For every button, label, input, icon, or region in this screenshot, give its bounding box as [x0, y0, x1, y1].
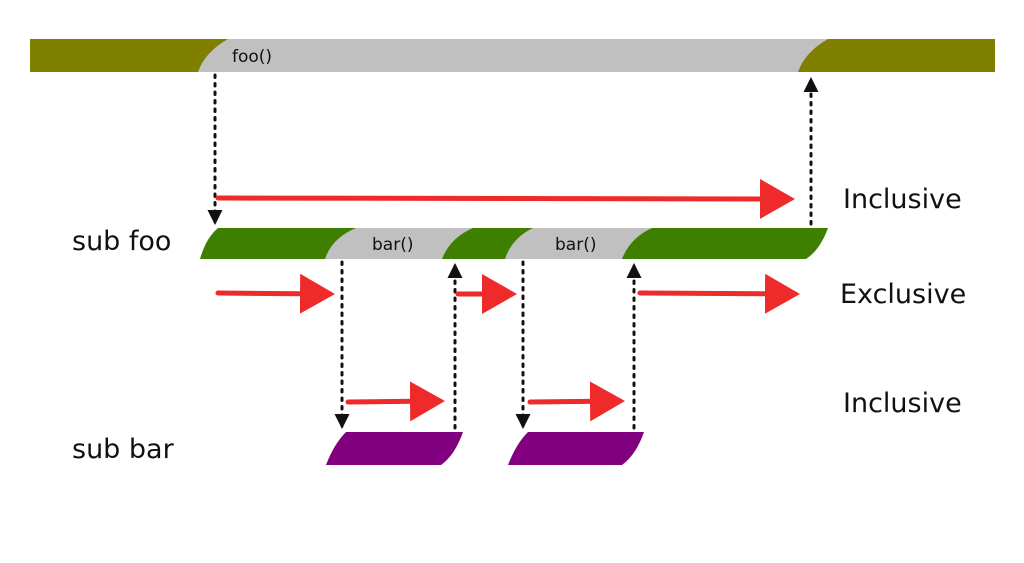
inclusive-arrow-foo: [215, 178, 795, 219]
foo-call-segment: [198, 39, 828, 72]
foo-call-label: foo(): [232, 47, 272, 67]
exclusive-arrow-1: [215, 273, 335, 314]
bar-call-label-2: bar(): [555, 235, 596, 255]
sub-bar-bar-2: [508, 432, 644, 465]
sub-bar-label: sub bar: [72, 434, 174, 465]
inclusive-arrow-bar-1: [345, 381, 445, 422]
inclusive-label-top: Inclusive: [843, 184, 962, 215]
sub-foo-label: sub foo: [72, 226, 172, 257]
bar-call-label-1: bar(): [372, 235, 413, 255]
exclusive-label: Exclusive: [840, 279, 967, 310]
inclusive-label-bottom: Inclusive: [843, 388, 962, 419]
bar-call-segment-2: [505, 228, 652, 259]
bar-call-segment-1: [325, 228, 473, 259]
inclusive-arrow-bar-2: [527, 381, 625, 422]
exclusive-arrow-3: [637, 273, 800, 314]
sub-bar-bar-1: [326, 432, 463, 465]
